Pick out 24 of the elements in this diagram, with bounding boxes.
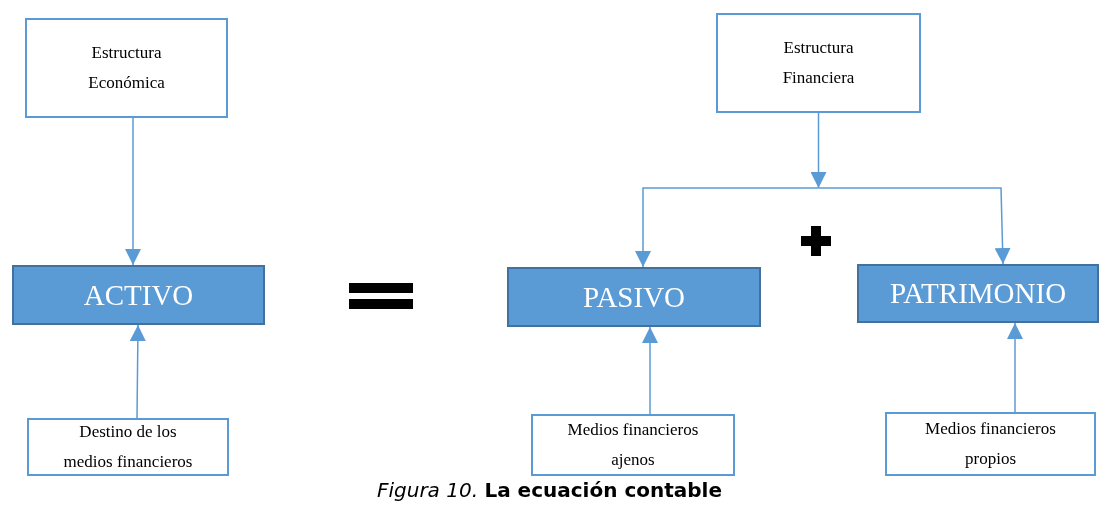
description-box <box>531 414 735 476</box>
box-text: Destino de los medios financieros <box>62 421 194 473</box>
description-box <box>885 412 1096 476</box>
arrow <box>817 187 1011 265</box>
arrow <box>129 324 146 419</box>
box-text: Medios financieros propios <box>924 418 1057 470</box>
arrow <box>810 112 827 189</box>
box-text: PATRIMONIO <box>889 277 1067 310</box>
account-box <box>857 264 1099 323</box>
arrow <box>1007 322 1023 413</box>
arrow <box>642 326 658 415</box>
figure-caption: Figura 10. La ecuación contable <box>375 478 724 502</box>
account-box <box>507 267 761 327</box>
description-box <box>716 13 921 113</box>
box-text: PASIVO <box>582 280 686 314</box>
box-text: Medios financieros ajenos <box>566 419 700 471</box>
box-text: Estructura Económica <box>87 42 166 94</box>
arrow <box>635 187 820 268</box>
account-box <box>12 265 265 325</box>
arrow <box>125 117 141 266</box>
description-box <box>27 418 229 476</box>
description-box <box>25 18 228 118</box>
box-text: Estructura Financiera <box>781 37 856 89</box>
box-text: ACTIVO <box>83 278 194 312</box>
